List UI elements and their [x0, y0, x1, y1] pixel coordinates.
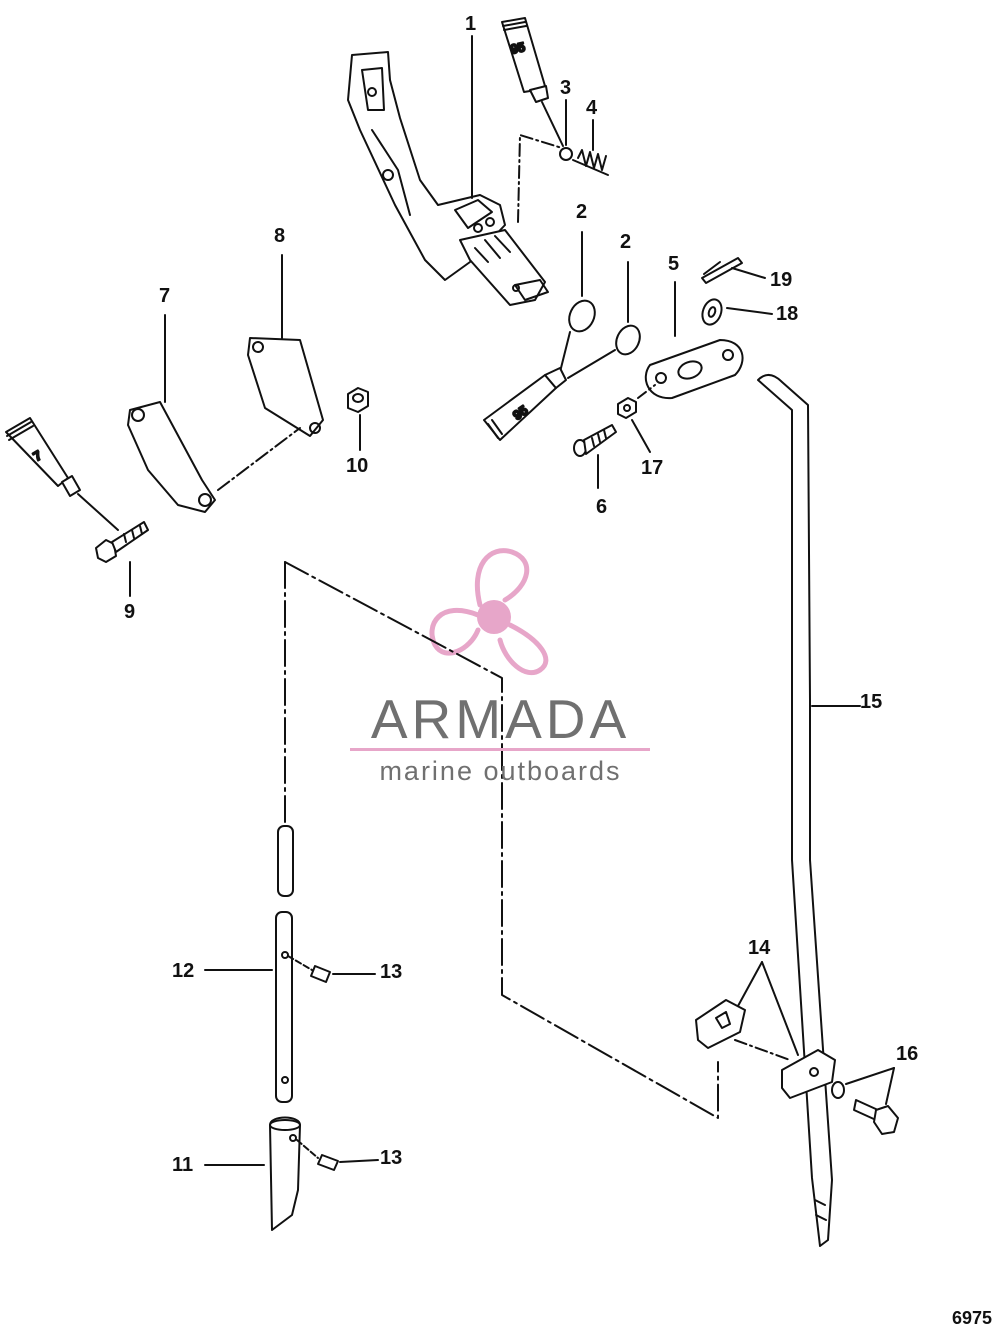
- shift-lever: [347, 35, 563, 306]
- watermark-tagline: marine outboards: [379, 756, 622, 786]
- clamp-bolt: [831, 1081, 899, 1135]
- detent-ball: [559, 147, 573, 161]
- callout-10: 10: [346, 455, 369, 477]
- cover-plate-7: [127, 401, 216, 513]
- washer: [701, 298, 723, 326]
- rod-clamp: [695, 999, 836, 1099]
- callout-2: 2: [576, 201, 588, 223]
- armada-logo-icon: [429, 548, 549, 676]
- shift-shaft-lower: [269, 1116, 301, 1231]
- callout-4: 4: [586, 97, 598, 119]
- callout-18: 18: [776, 303, 799, 325]
- watermark-name: ARMADA: [370, 688, 631, 750]
- roll-pin-lower: [317, 1154, 339, 1171]
- callout-3: 3: [560, 77, 572, 99]
- figure-number: 6975: [952, 1308, 993, 1328]
- o-ring-1: [568, 299, 596, 333]
- callout-9: 9: [124, 601, 136, 623]
- lubricant-tube-7: [5, 417, 119, 531]
- callout-17: 17: [641, 457, 664, 479]
- lubricant-tube-95-middle: [483, 367, 567, 441]
- callout-11: 11: [172, 1154, 194, 1176]
- shift-rod: [757, 374, 833, 1247]
- roll-pin-upper: [310, 965, 331, 983]
- callout-19: 19: [770, 269, 793, 291]
- tube-95-top-label: 95: [509, 39, 526, 57]
- o-ring-2: [615, 324, 641, 356]
- hex-nut: [347, 387, 369, 413]
- cotter-pin: [701, 257, 743, 284]
- callout-16: 16: [896, 1043, 919, 1065]
- callout-6: 6: [596, 496, 608, 518]
- callout-1: 1: [465, 13, 477, 35]
- callout-13: 13: [380, 961, 403, 983]
- bolt: [95, 521, 149, 563]
- callout-7: 7: [159, 285, 171, 307]
- callout-8: 8: [274, 225, 286, 247]
- cover-plate-8: [247, 337, 324, 437]
- callout-12: 12: [172, 960, 195, 982]
- detent-spring: [572, 149, 609, 176]
- shift-shaft-upper: [275, 825, 294, 1103]
- callout-5: 5: [668, 253, 680, 275]
- lubricant-tube-95-top: [501, 17, 564, 147]
- callout-13: 13: [380, 1147, 403, 1169]
- watermark-divider: [350, 748, 650, 751]
- screw: [573, 424, 617, 457]
- small-nut: [617, 397, 637, 419]
- callout-15: 15: [860, 691, 883, 713]
- callout-2: 2: [620, 231, 632, 253]
- shift-arm: [644, 339, 744, 400]
- callout-14: 14: [748, 937, 771, 959]
